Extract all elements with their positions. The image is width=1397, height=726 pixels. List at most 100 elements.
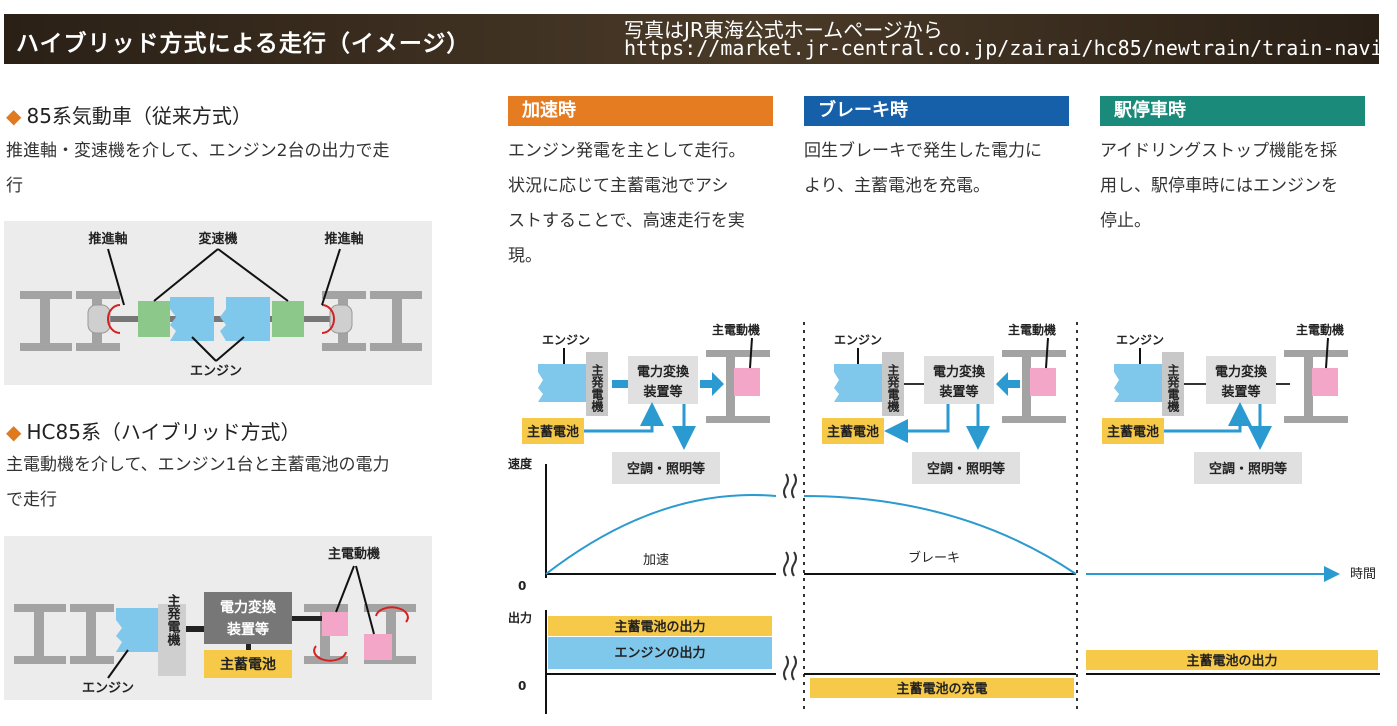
column-stop-header: 駅停車時 — [1100, 96, 1365, 126]
brake-desc-line: 回生ブレーキで発生した電力に — [804, 141, 1042, 161]
label-motor: 主電動機 — [1296, 322, 1344, 337]
label-engine: エンジン — [82, 681, 134, 696]
bar-battery-output-stop-label: 主蓄電池の出力 — [1186, 653, 1277, 669]
flow-arrow-icon — [996, 372, 1020, 396]
bar-engine-output-label: エンジンの出力 — [614, 645, 705, 661]
engine-icon — [538, 364, 586, 402]
label-converter-1: 電力変換 — [933, 364, 986, 380]
label-generator: 主発電機 — [165, 593, 182, 647]
motor-left-icon — [322, 612, 348, 636]
label-converter-2: 装置等 — [938, 384, 978, 400]
bar-battery-output — [548, 616, 772, 636]
pointer-lines — [335, 565, 375, 635]
bogie-icon — [1002, 350, 1066, 423]
bogie-icon — [706, 350, 770, 423]
section-hc85-desc-line: 主電動機を介して、エンジン1台と主蓄電池の電力 — [6, 455, 390, 475]
flow-line-battery — [1164, 402, 1252, 433]
diamond-bullet-icon: ◆ — [6, 104, 22, 128]
pointer-line — [1045, 337, 1049, 369]
label-battery: 主蓄電池 — [1107, 424, 1159, 440]
label-converter-2: 装置等 — [226, 621, 269, 638]
accel-desc-line: ストすることで、高速走行を実 — [508, 211, 745, 231]
converter-box — [1206, 356, 1276, 404]
label-generator: 主発電機 — [590, 363, 604, 413]
label-generator: 主発電機 — [1166, 363, 1180, 413]
label-engine: エンジン — [542, 333, 590, 347]
stop-desc-line: 停止。 — [1100, 211, 1151, 231]
energy-flow-diagram: エンジン 主発電機 電力変換 装置等 主電動機 主蓄電池 空調・照明等 エンジン… — [508, 322, 1380, 714]
speed-curve-accel — [545, 494, 777, 575]
label-battery: 主蓄電池 — [827, 424, 879, 440]
phase-brake-label: ブレーキ — [908, 550, 960, 566]
diagram-hc85-drivetrain: 主発電機 電力変換 装置等 主蓄電池 主電動機 エンジン — [4, 536, 432, 700]
label-converter-2: 装置等 — [642, 384, 682, 400]
engine-icon — [1114, 364, 1162, 402]
pointer-line — [1325, 337, 1329, 369]
engine-icon — [116, 608, 158, 652]
section-85-title: 85系気動車（従来方式） — [26, 104, 252, 128]
label-engine: エンジン — [190, 364, 242, 379]
phase-accel-label: 加速 — [643, 553, 669, 568]
axle-gear-right-icon — [329, 304, 353, 334]
accel-schematic: エンジン 主発電機 電力変換 装置等 主電動機 主蓄電池 空調・照明等 — [522, 322, 770, 484]
speed-axis-label: 速度 — [508, 456, 533, 471]
brake-schematic: エンジン 主発電機 電力変換 装置等 主電動機 主蓄電池 空調・照明等 — [822, 322, 1066, 484]
gearbox-right-icon — [272, 301, 304, 337]
axle-gear-left-icon — [87, 304, 111, 334]
label-converter-1: 電力変換 — [220, 599, 277, 616]
bar-battery-charge-label: 主蓄電池の充電 — [896, 681, 987, 697]
generator-box — [586, 352, 608, 416]
label-shaft-right: 推進軸 — [324, 231, 363, 247]
connector-line — [292, 616, 322, 621]
section-85-desc-line: 行 — [6, 176, 23, 196]
rotation-arrow-left-icon — [313, 645, 347, 662]
stop-desc-line: アイドリングストップ機能を採 — [1100, 141, 1338, 161]
battery-box — [522, 418, 584, 444]
column-brake-header: ブレーキ時 — [804, 96, 1069, 126]
stop-desc-line: 用し、駅停車時にはエンジンを — [1100, 176, 1338, 196]
connector-line — [246, 644, 251, 650]
drive-shaft — [104, 316, 334, 322]
section-hc85-desc-line: で走行 — [6, 490, 57, 510]
label-motor: 主電動機 — [712, 322, 760, 337]
label-motor: 主電動機 — [1008, 322, 1056, 337]
bogie-icon — [1284, 350, 1348, 423]
accel-desc-line: 現。 — [508, 246, 542, 266]
converter-box — [204, 592, 292, 644]
pointer-line — [749, 337, 753, 369]
generator-box — [1162, 352, 1184, 416]
label-generator: 主発電機 — [886, 363, 900, 413]
bar-battery-output-label: 主蓄電池の出力 — [614, 619, 705, 635]
accel-desc-line: エンジン発電を主として走行。 — [508, 141, 746, 161]
bar-battery-output-stop — [1086, 650, 1378, 670]
battery-box — [204, 650, 292, 678]
flow-line-battery — [584, 402, 664, 433]
column-accel-desc: エンジン発電を主として走行。 状況に応じて主蓄電池でアシ ストすることで、高速走… — [508, 134, 783, 274]
label-converter-2: 装置等 — [1220, 384, 1260, 400]
motor-right-icon — [364, 634, 392, 660]
column-stop-desc: アイドリングストップ機能を採 用し、駅停車時にはエンジンを 停止。 — [1100, 134, 1375, 239]
label-aux: 空調・照明等 — [1209, 461, 1287, 477]
section-hc85-heading: ◆ HC85系（ハイブリッド方式） — [6, 416, 301, 445]
rotation-arrow-right-icon — [321, 304, 335, 334]
section-hc85-desc: 主電動機を介して、エンジン1台と主蓄電池の電力 で走行 — [6, 448, 389, 518]
flow-line-battery — [884, 404, 950, 443]
brake-desc-line: より、主蓄電池を充電。 — [804, 176, 990, 196]
section-hc85-title: HC85系（ハイブリッド方式） — [26, 420, 301, 444]
rotation-arrow-right-icon — [375, 606, 409, 623]
motor-icon — [1312, 368, 1338, 396]
speed-curve-brake — [803, 495, 1077, 575]
motor-icon — [1030, 368, 1056, 396]
converter-box — [924, 356, 994, 404]
label-converter-1: 電力変換 — [1215, 364, 1268, 380]
header-bar — [4, 14, 1379, 64]
label-motor: 主電動機 — [328, 546, 380, 562]
label-battery: 主蓄電池 — [220, 656, 276, 673]
engine-left-icon — [170, 297, 214, 341]
source-url: https://market.jr-central.co.jp/zairai/h… — [624, 36, 1395, 60]
speed-zero-label: 0 — [518, 579, 526, 593]
battery-box — [822, 418, 884, 444]
converter-box — [628, 356, 698, 404]
battery-box — [1102, 418, 1164, 444]
output-axis-label: 出力 — [508, 610, 532, 625]
